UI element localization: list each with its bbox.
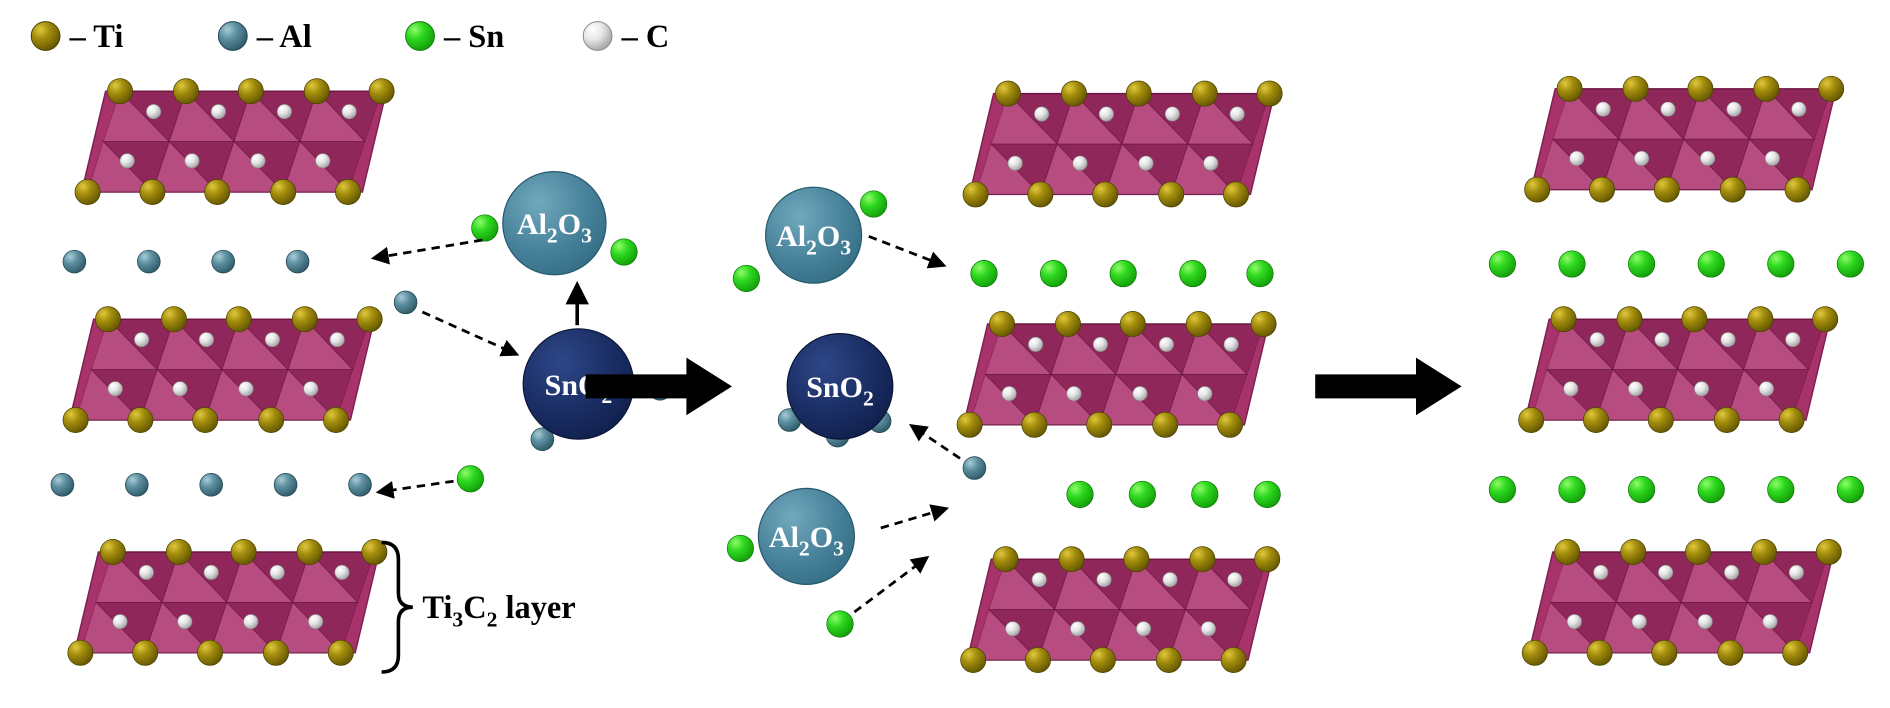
sn-atom: [610, 238, 638, 266]
al2o3-circle: [757, 487, 855, 585]
sn-atom: [1767, 250, 1795, 278]
legend-label-ti: – Ti: [69, 19, 124, 55]
legend-item-ti: – Ti: [30, 19, 124, 55]
sn-atom: [1191, 480, 1219, 508]
step-arrow-1: [585, 357, 732, 416]
al2o3-label: Al2O3: [769, 521, 844, 560]
ti3c2-slab: [963, 81, 1282, 207]
ti3c2-slab: [1525, 76, 1844, 202]
sn-insertion-arrow: [853, 555, 930, 614]
layer-bracket: [381, 540, 413, 674]
sn-atom-swatch: [405, 21, 435, 51]
al-atom: [348, 473, 372, 497]
sn-insertion-arrow: [868, 235, 947, 269]
sn-atom: [726, 534, 754, 562]
sn-atom: [1558, 476, 1586, 504]
c-atom-swatch: [582, 21, 613, 51]
panel-final: [1488, 76, 1864, 665]
al-atom: [962, 456, 987, 480]
ti3c2-slab: [961, 547, 1280, 673]
sn-atom: [1179, 260, 1207, 288]
ti3c2-slab: [75, 79, 394, 205]
al-atom-swatch: [217, 21, 248, 51]
sn-insertion-arrow: [880, 504, 950, 530]
al-atom: [199, 473, 223, 497]
legend-item-c: – C: [582, 19, 670, 55]
sn-atom: [860, 190, 888, 218]
sn-insertion-arrow: [370, 238, 483, 265]
legend-label-al: – Al: [256, 19, 312, 55]
step-arrow-2: [1315, 357, 1462, 416]
al-atom: [125, 473, 149, 497]
sn-atom: [1488, 250, 1516, 278]
sn-atom: [1066, 480, 1094, 508]
al-atom: [50, 473, 75, 497]
sn-atom: [456, 465, 484, 493]
al2o3-circle: [765, 186, 863, 284]
sn-atom: [1558, 250, 1586, 278]
sno2-molecule: SnO2: [786, 333, 894, 440]
sn-atom: [1128, 480, 1156, 508]
sno2-label: SnO2: [806, 371, 874, 410]
legend: – Ti – Al – Sn – C: [30, 19, 670, 55]
al-extraction-arrow: [909, 423, 961, 460]
al-atom: [285, 249, 310, 274]
ti3c2-slab: [1522, 539, 1841, 665]
ti3c2-slab: [957, 311, 1276, 437]
legend-item-sn: – Sn: [405, 19, 504, 55]
sn-atom: [1040, 260, 1068, 288]
al-atom: [273, 473, 298, 497]
al-atom: [211, 249, 235, 274]
al2o3-molecule: Al2O3: [757, 487, 855, 585]
al2o3-label: Al2O3: [517, 208, 592, 247]
ti-atom-swatch: [30, 21, 61, 51]
sno2-circle: [786, 333, 894, 440]
al2o3-circle: [502, 171, 607, 276]
sn-atom: [471, 214, 499, 242]
sn-atom: [970, 260, 998, 288]
sn-atom: [1246, 260, 1274, 288]
al-atom: [62, 249, 87, 274]
al-extraction-arrow: [421, 310, 520, 357]
sn-atom: [826, 610, 854, 638]
al-atom: [137, 249, 161, 274]
sn-atom: [1109, 260, 1137, 288]
sn-insertion-arrow: [375, 479, 454, 499]
ti3c2-slab: [68, 539, 387, 665]
sn-atom: [732, 264, 760, 292]
sn-atom: [1628, 250, 1656, 278]
al2o3-label: Al2O3: [776, 220, 851, 259]
sn-atom: [1488, 476, 1516, 504]
ti3c2-slab: [1519, 307, 1838, 433]
ti3c2-slab: [63, 307, 382, 433]
al2o3-molecule: Al2O3: [502, 171, 607, 276]
sn-atom: [1697, 476, 1725, 504]
al2o3-molecule: Al2O3: [765, 186, 863, 284]
legend-item-al: – Al: [217, 19, 312, 55]
legend-label-sn: – Sn: [443, 19, 504, 55]
sn-atom: [1253, 480, 1281, 508]
sn-atom: [1836, 476, 1864, 504]
panel-intermediate: Al2O3 SnO2 Al2O3: [726, 81, 1282, 673]
sn-atom: [1628, 476, 1656, 504]
sn-atom: [1767, 476, 1795, 504]
sn-atom: [1836, 250, 1864, 278]
panel-initial: Al2O3 SnO2 Ti3C2 layer: [50, 79, 672, 674]
sn-atom: [1697, 250, 1725, 278]
legend-label-c: – C: [621, 19, 670, 55]
al-atom: [393, 290, 418, 315]
ti3c2-layer-label: Ti3C2 layer: [422, 590, 575, 631]
